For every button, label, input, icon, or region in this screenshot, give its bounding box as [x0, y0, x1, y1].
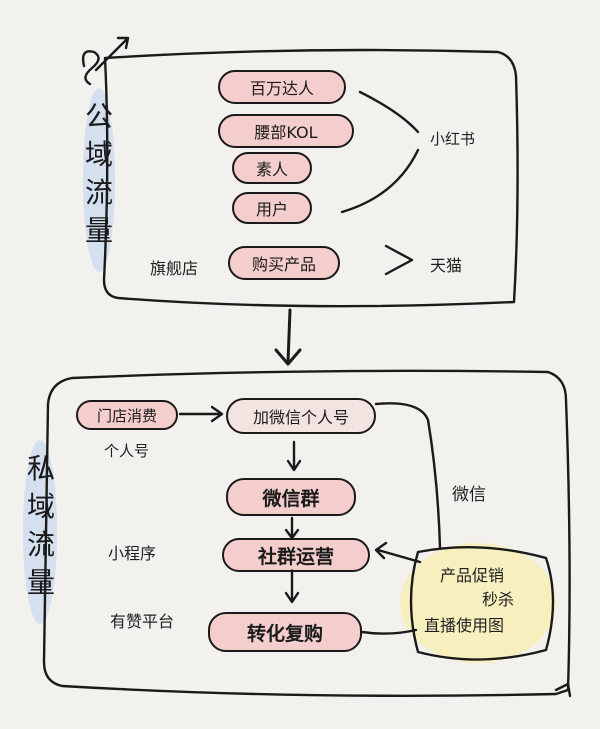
private-title-highlight [23, 440, 57, 624]
label-wechat: 微信 [452, 485, 486, 505]
promo-line-sale: 产品促销 [440, 566, 505, 585]
public-title: 公域流量 [84, 100, 113, 247]
start-squiggle [81, 36, 130, 86]
promo-to-community-arrow [374, 541, 422, 564]
node-mid-tier-kol: 腰部KOL [218, 114, 354, 148]
public-region-border [102, 48, 519, 308]
flow-arrow-2 [284, 516, 300, 540]
tmall-chevron [384, 244, 414, 276]
wechat-loop-line [374, 402, 442, 550]
promo-blob [409, 546, 555, 661]
xiaohongshu-bracket-bottom [340, 148, 420, 214]
node-store-consumption: 门店消费 [76, 400, 178, 430]
label-personal-account: 个人号 [104, 442, 150, 460]
end-arrow [554, 682, 572, 698]
label-mini-program: 小程序 [108, 544, 157, 563]
private-region-border [42, 369, 571, 697]
node-wechat-group: 微信群 [226, 478, 356, 516]
flow-arrow-1 [286, 440, 302, 472]
label-tmall: 天猫 [430, 256, 463, 275]
promo-to-repurchase-line [360, 628, 418, 635]
node-community-ops: 社群运营 [222, 538, 370, 572]
label-xiaohongshu: 小红书 [430, 130, 476, 148]
node-add-wechat: 加微信个人号 [226, 398, 376, 434]
label-flagship-store: 旗舰店 [150, 259, 199, 278]
node-amateur: 素人 [232, 152, 312, 184]
flow-arrow-3 [284, 568, 300, 604]
label-youzan-platform: 有赞平台 [110, 612, 175, 631]
node-user: 用户 [232, 192, 312, 224]
section-down-arrow [274, 308, 302, 366]
promo-highlight [400, 543, 556, 663]
promo-line-live: 直播使用图 [424, 616, 505, 635]
promo-line-flash: 秒杀 [482, 590, 515, 609]
node-purchase-product: 购买产品 [228, 246, 340, 280]
xiaohongshu-bracket-top [358, 90, 420, 134]
node-convert-repurchase: 转化复购 [208, 612, 362, 652]
node-million-influencers: 百万达人 [218, 70, 346, 104]
private-title: 私域流量 [26, 452, 55, 599]
store-to-wechat-arrow [178, 405, 224, 423]
